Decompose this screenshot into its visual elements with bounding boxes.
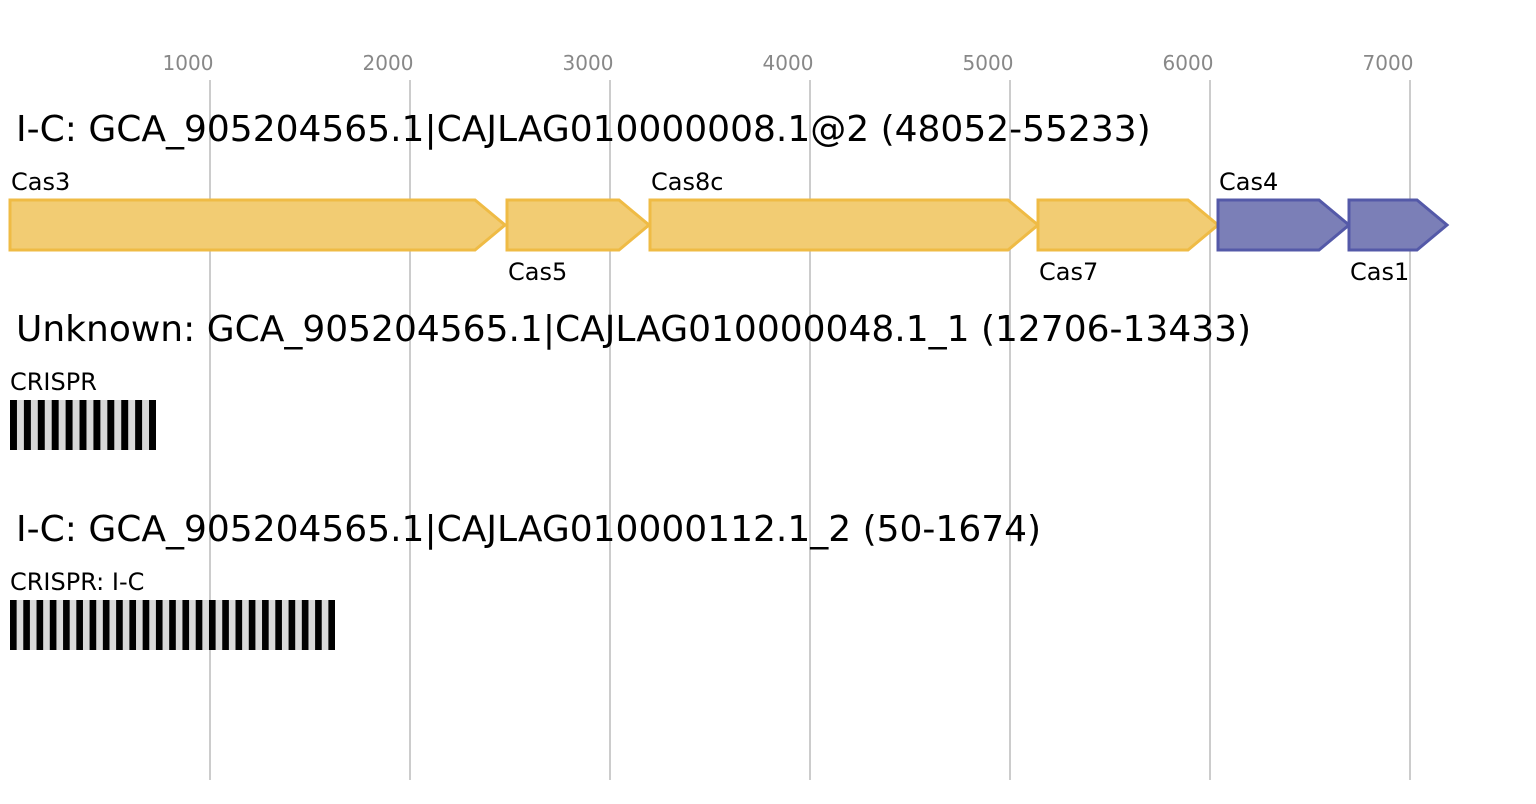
crispr-array[interactable] bbox=[10, 400, 156, 450]
crispr-repeat bbox=[116, 600, 123, 650]
gene-label: Cas5 bbox=[508, 258, 567, 286]
crispr-repeat bbox=[76, 600, 83, 650]
gene-arrow-cas5[interactable] bbox=[505, 198, 652, 252]
crispr-repeat bbox=[315, 600, 322, 650]
track-title: I-C: GCA_905204565.1|CAJLAG010000112.1_2… bbox=[16, 509, 1041, 550]
gridlines bbox=[209, 80, 1411, 780]
crispr-repeat bbox=[275, 600, 282, 650]
gene-label: Cas1 bbox=[1350, 258, 1409, 286]
crispr-repeat bbox=[23, 600, 30, 650]
gene-label: Cas4 bbox=[1219, 168, 1278, 196]
crispr-repeat bbox=[107, 400, 115, 450]
crispr-repeat bbox=[129, 600, 137, 650]
track-title: Unknown: GCA_905204565.1|CAJLAG010000048… bbox=[16, 309, 1251, 350]
gene-arrow-cas1[interactable] bbox=[1347, 198, 1450, 252]
crispr-repeat bbox=[142, 600, 150, 650]
crispr-repeat bbox=[93, 400, 101, 450]
crispr-repeat bbox=[102, 600, 110, 650]
gene-arrow-cas7[interactable] bbox=[1036, 198, 1221, 252]
crispr-repeat bbox=[248, 600, 256, 650]
crispr-array[interactable] bbox=[10, 600, 335, 650]
crispr-repeat bbox=[135, 400, 143, 450]
gene-label: Cas8c bbox=[651, 168, 723, 196]
crispr-repeat bbox=[51, 400, 59, 450]
crispr-repeat bbox=[301, 600, 309, 650]
crispr-repeat bbox=[235, 600, 243, 650]
crispr-repeat bbox=[49, 600, 57, 650]
crispr-repeat bbox=[288, 600, 296, 650]
crispr-repeat bbox=[10, 400, 17, 450]
crispr-repeat bbox=[155, 600, 163, 650]
crispr-repeat bbox=[169, 600, 176, 650]
crispr-repeat bbox=[222, 600, 229, 650]
tick-label: 2000 bbox=[363, 51, 414, 75]
gene-arrow-cas4[interactable] bbox=[1216, 198, 1352, 252]
crispr-repeat bbox=[149, 400, 156, 450]
crispr-repeat bbox=[10, 600, 17, 650]
tracks: I-C: GCA_905204565.1|CAJLAG010000008.1@2… bbox=[8, 109, 1450, 650]
gene-arrow-cas3[interactable] bbox=[8, 198, 508, 252]
crispr-repeat bbox=[37, 400, 45, 450]
crispr-repeat bbox=[79, 400, 87, 450]
gene-label: Cas7 bbox=[1039, 258, 1098, 286]
tick-label: 1000 bbox=[163, 51, 214, 75]
crispr-repeat bbox=[65, 400, 73, 450]
crispr-repeat bbox=[63, 600, 70, 650]
crispr-repeat bbox=[328, 600, 335, 650]
crispr-repeat bbox=[89, 600, 97, 650]
gene-arrow-cas8c[interactable] bbox=[648, 198, 1041, 252]
crispr-repeat bbox=[182, 600, 190, 650]
tick-label: 5000 bbox=[963, 51, 1014, 75]
tick-label: 6000 bbox=[1163, 51, 1214, 75]
crispr-repeat bbox=[23, 400, 31, 450]
crispr-repeat bbox=[208, 600, 216, 650]
crispr-repeat bbox=[36, 600, 44, 650]
crispr-label: CRISPR bbox=[10, 368, 97, 396]
tick-label: 7000 bbox=[1363, 51, 1414, 75]
gene-label: Cas3 bbox=[11, 168, 70, 196]
track-title: I-C: GCA_905204565.1|CAJLAG010000008.1@2… bbox=[16, 109, 1151, 150]
axis-ticks: 1000 2000 3000 4000 5000 6000 7000 bbox=[163, 51, 1414, 75]
tick-label: 4000 bbox=[763, 51, 814, 75]
tick-label: 3000 bbox=[563, 51, 614, 75]
crispr-label: CRISPR: I-C bbox=[10, 568, 144, 596]
crispr-repeat bbox=[195, 600, 203, 650]
crispr-repeat bbox=[262, 600, 269, 650]
crispr-repeat bbox=[121, 400, 129, 450]
